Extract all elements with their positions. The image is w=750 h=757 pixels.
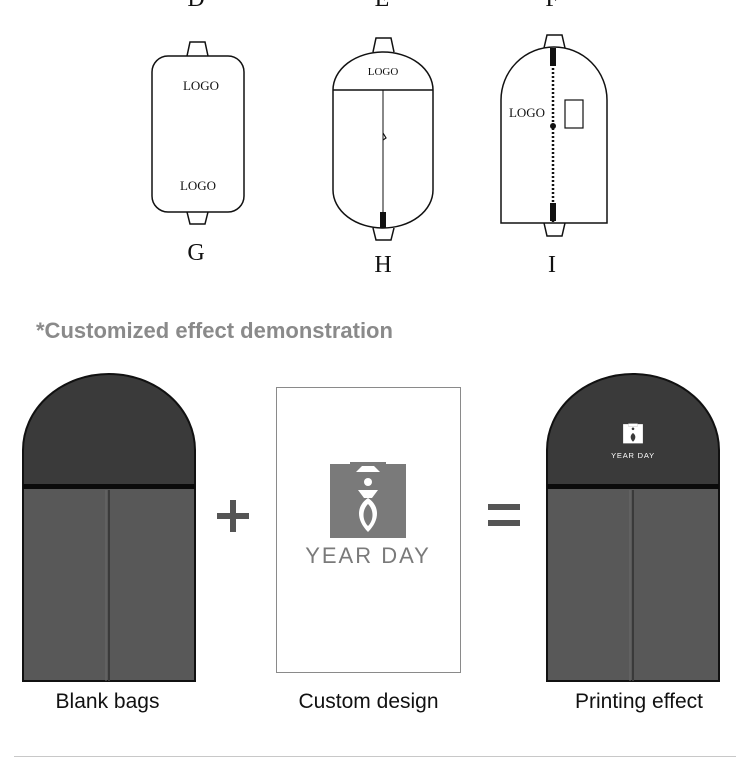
logo-label-g-bottom: LOGO [180, 178, 216, 193]
caption-blank-bags: Blank bags [55, 690, 160, 713]
caption-custom-design: Custom design [298, 690, 439, 713]
section-title: *Customized effect demonstration [36, 318, 393, 343]
garment-bag-outline-i [500, 34, 608, 237]
variant-letter-f: F [522, 0, 582, 13]
logo-label-g-top: LOGO [183, 78, 219, 93]
garment-bag-outline-g [151, 41, 245, 225]
plus-icon [217, 500, 249, 532]
zipper-pull-h [380, 212, 386, 228]
printed-logo-icon [623, 423, 643, 444]
variant-letter-g: G [187, 240, 205, 266]
variant-letter-e: E [352, 0, 412, 13]
year-day-logo-icon [330, 462, 406, 538]
zipper-slider-i [550, 123, 556, 129]
design-brand-text: YEAR DAY [305, 543, 431, 568]
printed-bag-illustration [546, 373, 720, 682]
blank-bag-illustration [22, 373, 196, 682]
variant-letter-d: D [166, 0, 226, 13]
caption-printing-effect: Printing effect [574, 690, 704, 713]
logo-label-i: LOGO [509, 105, 545, 120]
printed-brand-text: YEAR DAY [611, 451, 655, 460]
variant-letter-h: H [374, 252, 392, 278]
logo-label-h: LOGO [368, 66, 399, 78]
variant-letter-i: I [548, 252, 556, 278]
equals-icon [488, 504, 520, 526]
garment-bag-outline-h [332, 37, 434, 241]
zipper-bottom-stop-i [550, 203, 556, 221]
zipper-top-stop-i [550, 48, 556, 66]
zipper-slider-h [382, 132, 387, 141]
